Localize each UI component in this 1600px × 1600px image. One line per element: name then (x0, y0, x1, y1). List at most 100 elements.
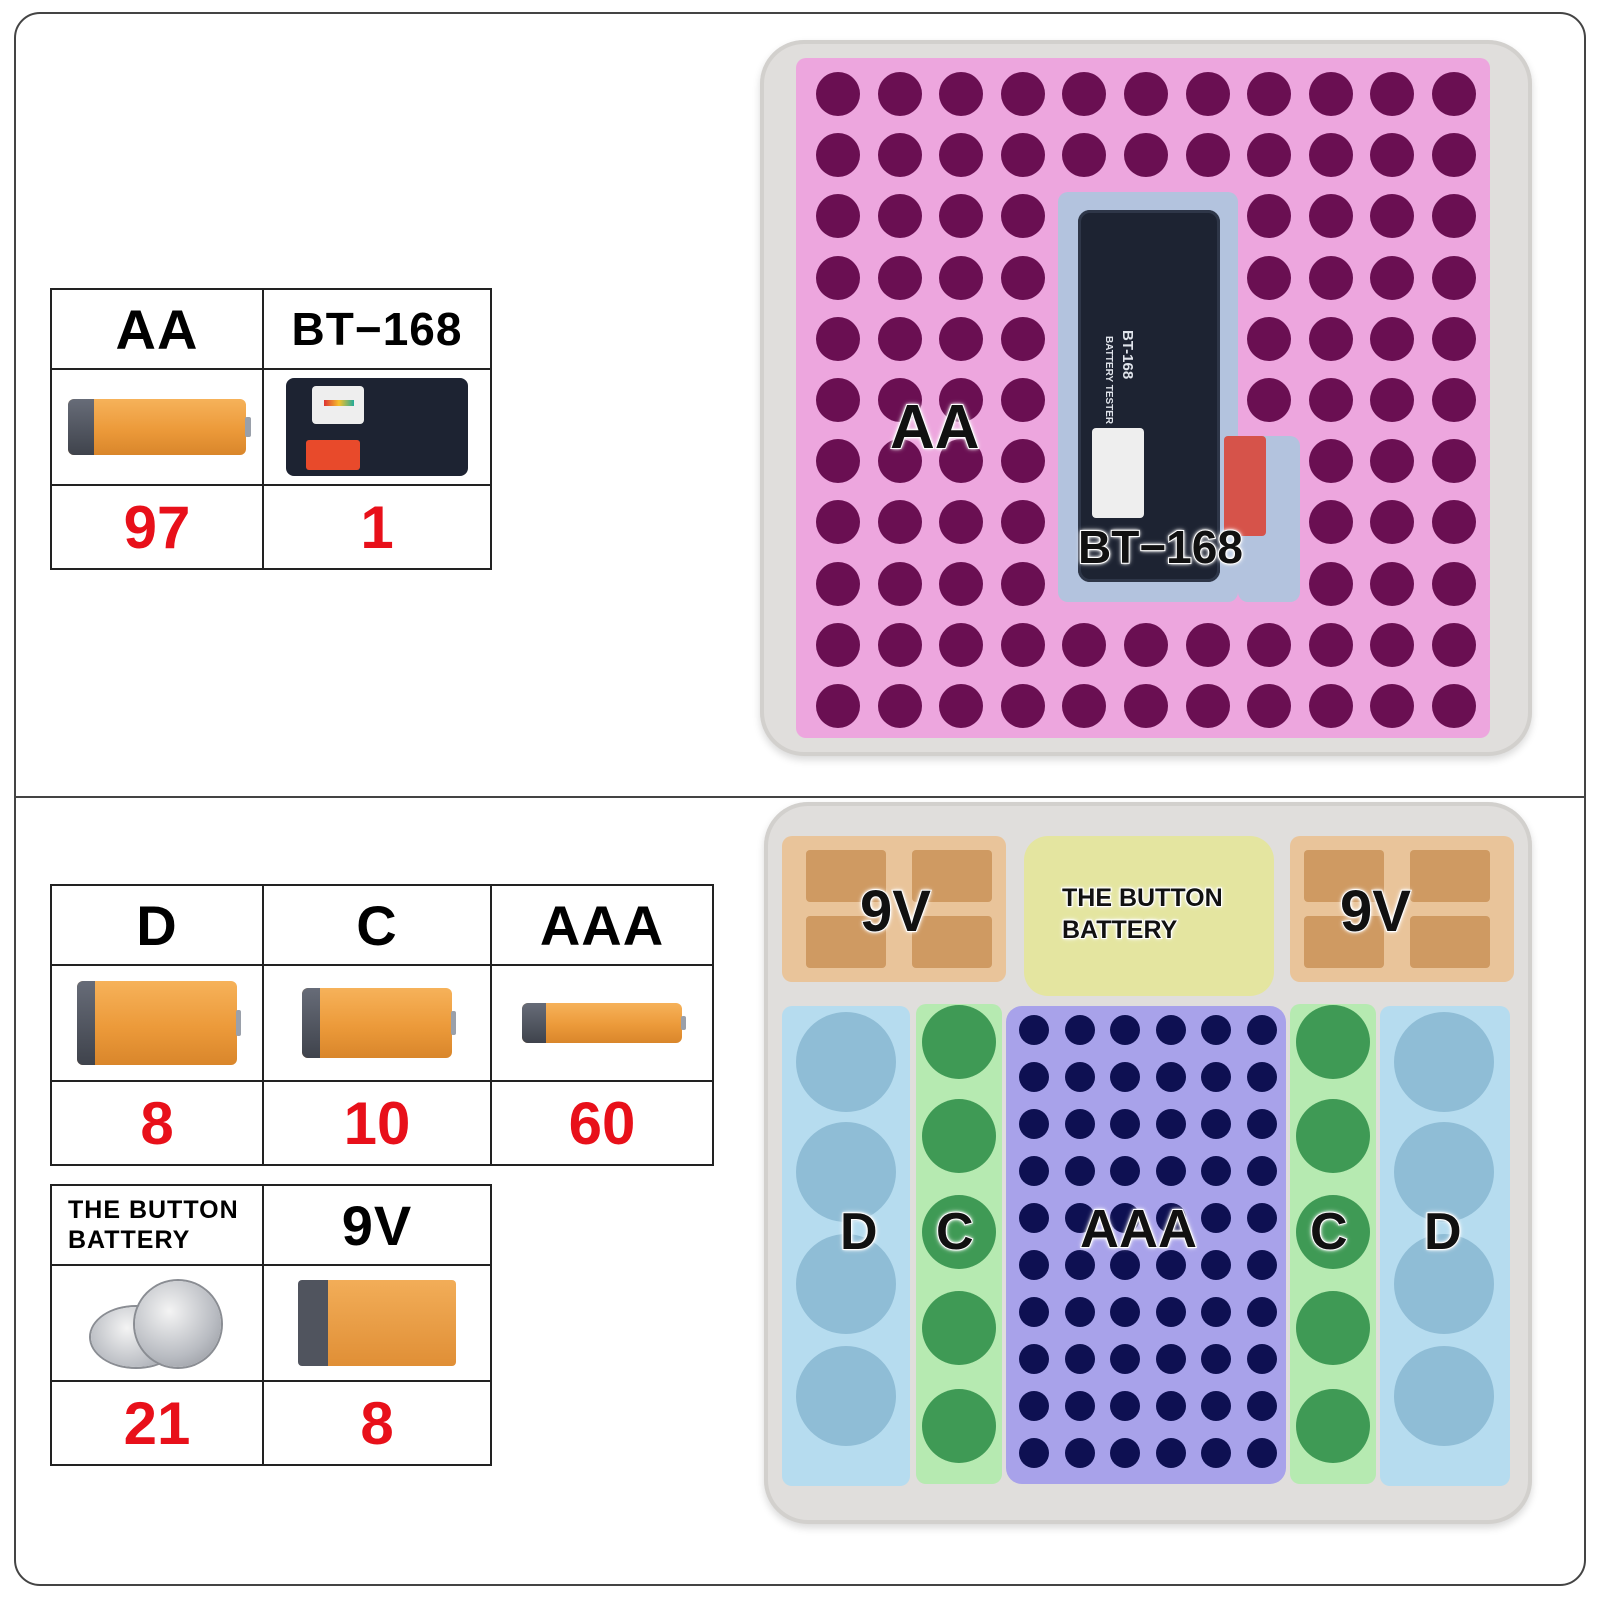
aaa-slot-hole (1201, 1203, 1231, 1233)
aaa-slot-hole (1246, 1250, 1277, 1280)
aaa-slot-hole (1110, 1344, 1140, 1374)
9v-battery-image (262, 1264, 492, 1382)
aaa-slot-hole (1064, 1203, 1095, 1233)
aa-slot-hole (1308, 378, 1353, 422)
aaa-slot-hole (1246, 1391, 1277, 1421)
aa-slot-hole (816, 378, 860, 422)
aa-slot-hole (1432, 133, 1476, 178)
aa-slot-hole (877, 255, 922, 300)
c-slot-hole (1296, 1099, 1370, 1173)
d-battery-image (50, 964, 264, 1082)
aaa-slot-hole (1155, 1438, 1186, 1468)
count-button-battery: 21 (50, 1380, 264, 1466)
aa-slot-hole (1000, 500, 1045, 545)
aa-slot-hole (1062, 133, 1107, 178)
c-battery-image (262, 964, 492, 1082)
tray-label-d-right: D (1423, 1202, 1463, 1262)
count-aa: 97 (50, 484, 264, 570)
tray-label-button-line2: BATTERY (1061, 915, 1178, 945)
aa-slot-hole (1432, 255, 1476, 300)
aaa-slot-hole (1201, 1297, 1231, 1327)
aa-slot-hole (877, 684, 922, 728)
aa-slot-hole (1370, 316, 1415, 361)
aa-slot-hole (1308, 439, 1353, 484)
aa-slot-hole (877, 500, 922, 545)
aa-slot-hole (1000, 133, 1045, 178)
tray-label-button-line1: THE BUTTON (1061, 883, 1224, 913)
aa-slot-hole (939, 133, 984, 178)
aa-slot-hole (1432, 500, 1476, 545)
header-button-battery: THE BUTTON BATTERY (50, 1184, 264, 1266)
aaa-slot-hole (1201, 1109, 1231, 1139)
count-d: 8 (50, 1080, 264, 1166)
aa-slot-hole (1308, 622, 1353, 667)
button-9v-count-table: THE BUTTON BATTERY 9V 21 8 (50, 1184, 492, 1466)
aaa-slot-hole (1246, 1438, 1277, 1468)
aaa-slot-hole (1019, 1344, 1049, 1374)
aa-slot-hole (1000, 439, 1045, 484)
count-aaa: 60 (490, 1080, 714, 1166)
aa-slot-hole (939, 561, 984, 606)
aaa-slot-hole (1155, 1297, 1186, 1327)
tester-model-text: BT-168 (1119, 330, 1136, 380)
aaa-slot-hole (1155, 1344, 1186, 1374)
aa-slot-hole (877, 316, 922, 361)
aaa-slot-hole (1201, 1015, 1231, 1045)
count-bt168: 1 (262, 484, 492, 570)
aaa-slot-hole (1246, 1062, 1277, 1092)
tray-label-aa: AA (889, 392, 981, 463)
c-slot-hole (1296, 1389, 1370, 1463)
battery-tester-icon (286, 378, 468, 476)
c-slot-hole (922, 1195, 996, 1269)
aa-slot-hole (1308, 133, 1353, 178)
header-9v: 9V (262, 1184, 492, 1266)
aaa-slot-hole (1064, 1015, 1095, 1045)
header-d: D (50, 884, 264, 966)
aa-slot-hole (1000, 316, 1045, 361)
aa-slot-hole (1000, 194, 1045, 239)
aa-slot-hole (1124, 684, 1168, 728)
aa-slot-hole (877, 561, 922, 606)
aa-slot-hole (1370, 255, 1415, 300)
aa-slot-hole (939, 316, 984, 361)
d-slot-hole (1394, 1234, 1494, 1334)
aaa-slot-hole (1110, 1062, 1140, 1092)
aa-slot-hole (1185, 684, 1230, 728)
c-slot-hole (922, 1099, 996, 1173)
aa-slot-hole (816, 561, 860, 606)
tester-subtitle-text: BATTERY TESTER (1103, 336, 1114, 425)
d-slot-hole (1394, 1346, 1494, 1446)
aa-slot-hole (877, 439, 922, 484)
c-slot-hole (922, 1291, 996, 1365)
aa-slot-hole (816, 72, 860, 116)
aa-slot-hole (877, 194, 922, 239)
aaa-slot-hole (1064, 1062, 1095, 1092)
aa-slot-hole (1370, 194, 1415, 239)
aaa-slot-hole (1155, 1391, 1186, 1421)
aa-slot-hole (1000, 378, 1045, 422)
header-aaa: AAA (490, 884, 714, 966)
aaa-slot-hole (1110, 1438, 1140, 1468)
aa-slot-hole (1124, 622, 1168, 667)
aa-slot-hole (1000, 255, 1045, 300)
d-c-aaa-count-table: D C AAA 8 10 60 (50, 884, 714, 1166)
tray-label-d-left: D (839, 1202, 879, 1262)
header-c: C (262, 884, 492, 966)
button-battery-image (50, 1264, 264, 1382)
aaa-slot-hole (1201, 1391, 1231, 1421)
aa-slot-hole (1000, 72, 1045, 116)
9v-zone-right (1290, 836, 1514, 982)
c-slot-hole (922, 1005, 996, 1079)
aa-slot-hole (1308, 194, 1353, 239)
aaa-slot-hole (1201, 1344, 1231, 1374)
aaa-slot-hole (1155, 1250, 1186, 1280)
bt168-tester-image (262, 368, 492, 486)
c-slot-hole (1296, 1005, 1370, 1079)
aaa-slot-hole (1155, 1062, 1186, 1092)
d-slot-hole (1394, 1012, 1494, 1112)
aa-tray: BT-168 BATTERY TESTER AA BT−168 (760, 40, 1532, 756)
c-slot-hole (1296, 1291, 1370, 1365)
aa-battery-icon (68, 399, 251, 455)
aaa-slot-hole (1064, 1156, 1095, 1186)
header-button-line2: BATTERY (68, 1226, 191, 1254)
